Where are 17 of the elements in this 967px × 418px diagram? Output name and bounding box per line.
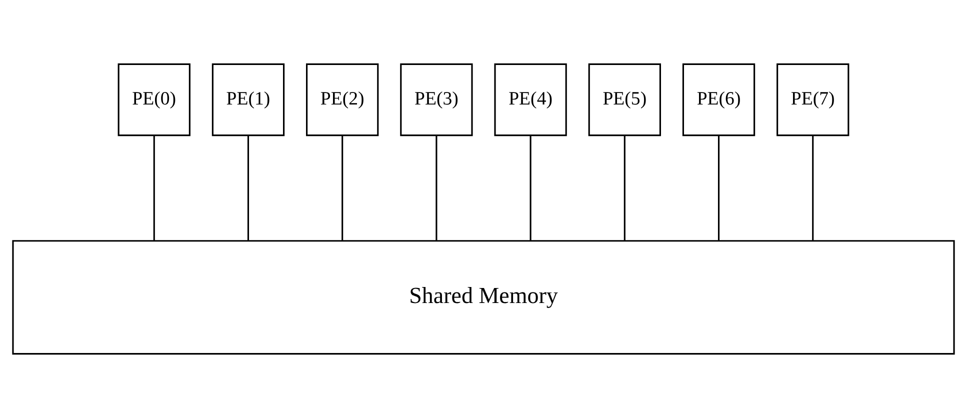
connector xyxy=(624,136,626,241)
connector xyxy=(530,136,532,241)
node-box: PE(6) xyxy=(682,63,756,136)
connector xyxy=(342,136,344,241)
node-box: Shared Memory xyxy=(12,240,955,355)
node-box: PE(1) xyxy=(212,63,285,136)
node-box: PE(4) xyxy=(494,63,567,136)
node-box: PE(5) xyxy=(588,63,661,136)
connector xyxy=(153,136,155,241)
node-box: PE(0) xyxy=(118,63,190,136)
connector xyxy=(436,136,438,241)
node-box: PE(3) xyxy=(400,63,473,136)
connector xyxy=(718,136,720,241)
node-box: PE(7) xyxy=(776,63,850,136)
connector xyxy=(812,136,814,241)
connector xyxy=(247,136,250,241)
node-box: PE(2) xyxy=(306,63,379,136)
